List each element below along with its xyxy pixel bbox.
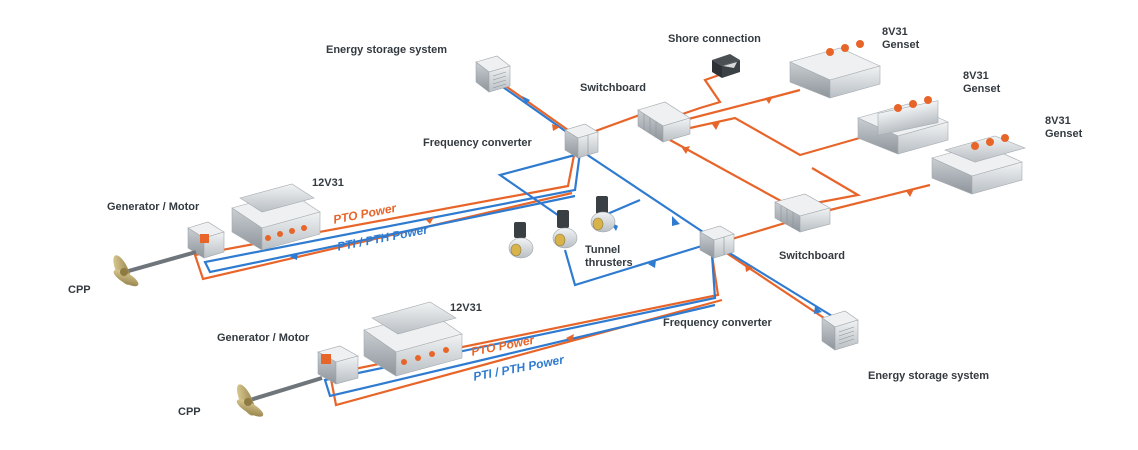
engine-top-label: 12V31 (312, 177, 344, 189)
cable-thruster-link (604, 198, 641, 217)
genset-2-type-label: Genset (963, 83, 1001, 95)
genset-2-model-label: 8V31 (963, 70, 989, 82)
cable-top-engine-pti (203, 151, 582, 274)
engine-bottom-unit (363, 301, 463, 377)
frequency-converter-bottom-unit (699, 225, 735, 259)
cpp-bottom-propeller (236, 384, 264, 417)
generator-motor-top-label: Generator / Motor (107, 201, 200, 213)
genset-3-unit (931, 134, 1026, 195)
switchboard-bottom-label: Switchboard (779, 250, 846, 262)
engine-bottom-label: 12V31 (450, 302, 482, 314)
switchboard-top-unit (637, 101, 691, 143)
cable-sb-sb (669, 139, 791, 207)
cable-sb-genset-2 (804, 167, 862, 207)
shore-connection-unit (712, 54, 740, 78)
shaft-top (124, 250, 197, 274)
energy-storage-bottom-unit (821, 310, 859, 351)
cable-fc-thrusters (563, 243, 706, 287)
genset-1-model-label: 8V31 (882, 26, 908, 38)
frequency-converter-top-label: Frequency converter (423, 137, 532, 149)
cpp-top-propeller (113, 255, 139, 287)
genset-3-model-label: 8V31 (1045, 115, 1071, 127)
switchboard-bottom-unit (774, 193, 831, 233)
tunnel-thruster-2 (552, 210, 578, 249)
cable-fc-thruster-loop (497, 153, 576, 221)
cpp-top-label: CPP (68, 284, 91, 296)
genset-3-type-label: Genset (1045, 128, 1083, 140)
tunnel-thruster-1 (508, 222, 534, 259)
blue-cables (203, 79, 833, 398)
generator-motor-bottom-label: Generator / Motor (217, 332, 310, 344)
cable-ess-top-blue (492, 79, 579, 141)
shaft-bottom (249, 376, 323, 402)
engine-top-unit (231, 183, 321, 251)
shore-connection-label: Shore connection (668, 33, 761, 45)
frequency-converter-bottom-label: Frequency converter (663, 317, 772, 329)
tunnel-thrusters-label: Tunnel thrusters (585, 244, 633, 269)
energy-storage-top-unit (475, 55, 511, 93)
energy-storage-bottom-label: Energy storage system (868, 370, 990, 382)
tunnel-thruster-3 (590, 196, 616, 233)
frequency-converter-top-unit (564, 123, 599, 159)
cable-fc-fc-blue (582, 151, 716, 241)
genset-1-unit (789, 40, 881, 99)
cable-top-engine-pto (193, 149, 577, 281)
cable-shore (664, 72, 723, 122)
cpp-bottom-label: CPP (178, 406, 201, 418)
switchboard-top-label: Switchboard (580, 82, 647, 94)
generator-motor-bottom-unit (317, 345, 359, 385)
cable-fc-ess-bottom-blue (717, 245, 833, 317)
energy-storage-top-label: Energy storage system (326, 44, 448, 56)
cable-fc-ess-bottom (721, 249, 831, 323)
cable-bottom-engine-pti (323, 254, 717, 398)
cable-genset-2 (689, 116, 871, 157)
generator-motor-top-unit (187, 221, 225, 259)
genset-1-type-label: Genset (882, 39, 920, 51)
genset-2-unit (857, 96, 949, 155)
